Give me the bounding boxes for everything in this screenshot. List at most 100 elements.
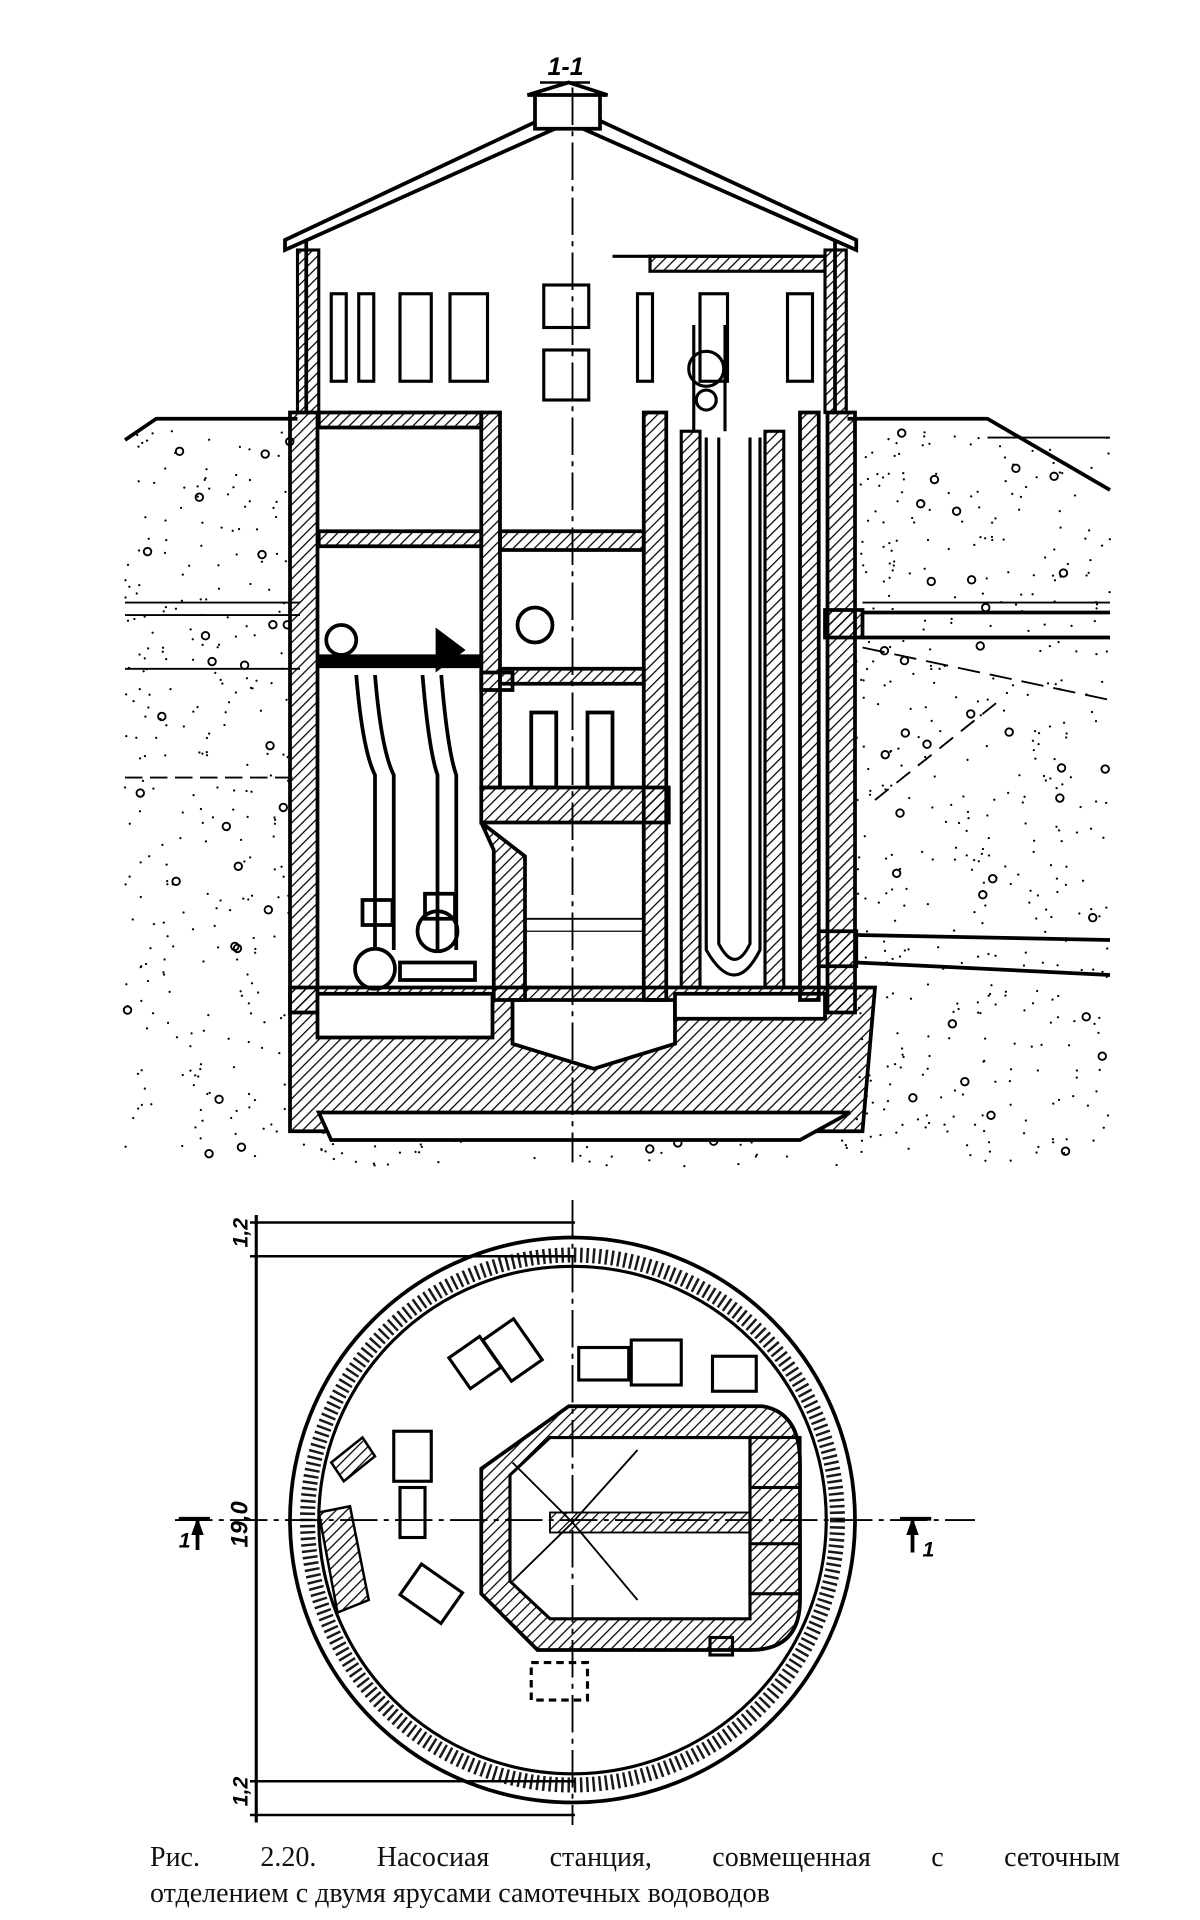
soil-dot [984,904,987,907]
soil-dot [1042,774,1046,778]
soil-dot [214,671,217,674]
soil-dot [249,686,253,689]
soil-dot [284,490,287,494]
soil-dot [954,846,958,849]
soil-dot [928,1054,931,1058]
soil-dot [140,1103,144,1106]
soil-dot [230,1116,233,1120]
soil-dot [866,519,870,522]
soil-dot [889,645,892,649]
soil-dot [197,1075,200,1078]
soil-dot [1087,571,1090,575]
soil-dot [148,693,151,696]
soil-dot [230,941,240,952]
soil-dot [1102,1126,1105,1129]
soil-dot [199,1108,202,1112]
soil-dot [142,546,153,557]
soil-dot [147,706,150,709]
soil-dot [165,724,168,727]
soil-dot [950,617,953,620]
soil-dot [1011,684,1015,687]
soil-dot [951,506,962,516]
soil-dot [205,468,208,471]
soil-dot [950,621,953,624]
soil-dot [924,1126,927,1129]
soil-dot [162,610,165,613]
soil-dot [175,1036,179,1039]
soil-dot [246,763,249,766]
soil-dot [1043,556,1047,559]
soil-dot [1101,680,1104,684]
soil-dot [414,1150,417,1153]
soil-dot [202,1029,205,1032]
soil-dot [269,774,273,777]
soil-dot [862,745,865,748]
soil-dot [1095,607,1098,610]
soil-dot [896,1032,899,1035]
soil-dot [205,736,209,740]
soil-dot [947,1019,958,1029]
figure-caption: Рис. 2.20. Насосиая станция, совмещенная… [150,1840,1120,1912]
soil-dot [340,1152,344,1155]
soil-dot [165,538,168,542]
soil-dot [133,617,136,621]
soil-dot [207,656,217,667]
soil-dot [862,696,865,699]
soil-dot [255,679,258,682]
soil-dot [878,484,881,487]
soil-dot [866,477,870,481]
soil-dot [872,660,875,663]
soil-dot [953,596,957,599]
soil-dot [192,710,195,713]
soil-dot [1050,915,1053,919]
soil-dot [234,691,238,694]
soil-dot [976,1001,979,1004]
soil-dot [610,1155,613,1158]
soil-dot [1075,650,1078,653]
soil-dot [1081,879,1085,882]
soil-dot [1058,829,1061,832]
soil-dot [970,868,974,871]
soil-dot [882,545,885,548]
soil-dot [270,1123,273,1126]
soil-dot [1035,989,1039,993]
soil-dot [280,652,283,655]
soil-dot [916,499,926,509]
soil-dot [869,789,872,792]
soil-dot [785,1155,789,1158]
soil-dot [242,897,245,900]
rotating-screens [679,325,786,990]
soil-dot [136,433,139,437]
soil-dot [233,861,243,872]
soil-dot [1022,1132,1026,1135]
soil-dot [250,894,254,897]
soil-dot [151,1012,155,1015]
soil-dot [253,634,256,637]
soil-dot [1086,1104,1090,1107]
soil-dot [232,808,235,811]
soil-dot [912,521,916,524]
soil-dot [1044,779,1048,782]
soil-dot [865,571,868,574]
soil-dot [965,854,968,857]
soil-dot [138,687,141,691]
soil-dot [1022,964,1026,967]
soil-dot [254,951,257,954]
soil-dot [201,752,204,755]
soil-dot [929,648,932,651]
soil-dot [162,971,165,974]
soil-dot [879,1133,882,1137]
soil-dot [284,560,287,563]
soil-dot [1064,883,1068,886]
soil-dot [163,958,166,961]
soil-dot [132,699,135,703]
soil-dot [256,991,260,994]
soil-dot [902,1055,905,1059]
soil-dot [1065,736,1068,739]
soil-dot [1054,683,1057,686]
soil-dot [916,1118,920,1121]
soil-dot [967,816,970,820]
soil-dot [1035,1151,1038,1154]
soil-dot [1061,471,1064,475]
soil-dot [249,856,252,859]
